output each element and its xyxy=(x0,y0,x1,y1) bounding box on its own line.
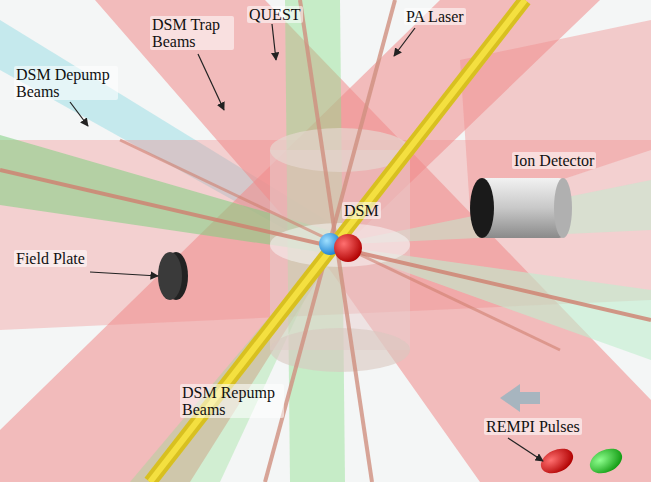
part-label: Ion Detector xyxy=(512,152,596,169)
part-label: Field Plate xyxy=(14,250,87,267)
part-label: DSM xyxy=(342,202,381,219)
beam-label: DSM Repump Beams xyxy=(180,384,284,418)
beam-label: QUEST xyxy=(247,6,303,23)
beam-label: DSM Depump Beams xyxy=(14,66,118,100)
part-label: REMPI Pulses xyxy=(484,418,582,435)
beam-label: DSM Trap Beams xyxy=(150,16,234,50)
beam-label: PA Laser xyxy=(404,8,466,25)
